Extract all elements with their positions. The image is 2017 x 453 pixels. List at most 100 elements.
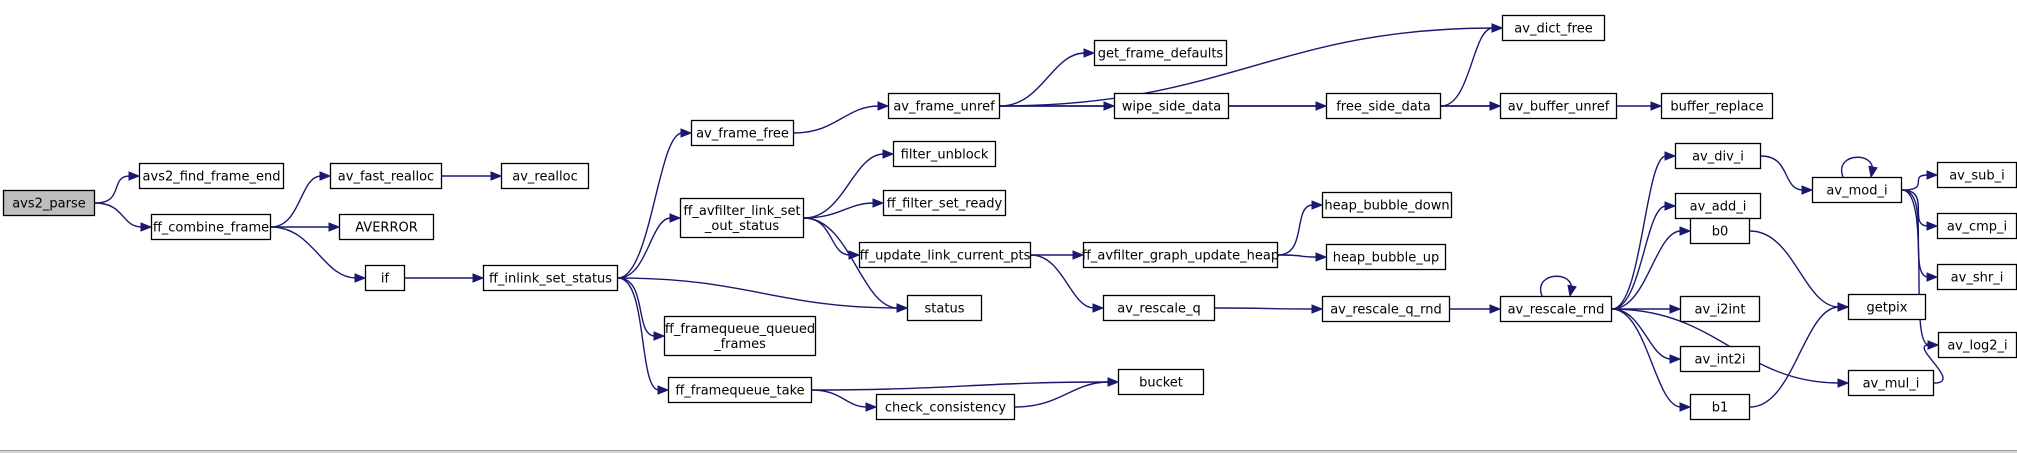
arrowhead-icon (896, 303, 909, 313)
node-label: b1 (1712, 401, 1729, 416)
node-av-buffer-unref[interactable]: av_buffer_unref (1499, 92, 1618, 120)
node-label: av_sub_i (1949, 169, 2005, 184)
node-box (1499, 295, 1613, 323)
node-box (1325, 243, 1447, 271)
node-av-log2-i[interactable]: av_log2_i (1937, 331, 2017, 359)
node-label: avs2_find_frame_end (143, 170, 281, 185)
node-box (482, 264, 619, 292)
edge-line (999, 27, 1494, 107)
node-ff-avfilter-link-set-out-status[interactable]: ff_avfilter_link_set_out_status (679, 197, 805, 239)
node-status[interactable]: status (906, 294, 983, 322)
node-ff-framequeue-queued-frames[interactable]: ff_framequeue_queued_frames (663, 315, 817, 357)
arrowhead-icon (472, 273, 485, 283)
node-av-dict-free[interactable]: av_dict_free (1501, 14, 1606, 42)
arrowhead-icon (354, 273, 367, 283)
node-av-frame-unref[interactable]: av_frame_unref (887, 92, 1001, 120)
node-label: av_rescale_q_rnd (1330, 303, 1442, 318)
node-ff-avfilter-graph-update-heap[interactable]: ff_avfilter_graph_update_heap (1082, 241, 1279, 269)
node-ff-filter-set-ready[interactable]: ff_filter_set_ready (882, 189, 1007, 217)
node-label: ff_avfilter_graph_update_heap (1082, 249, 1279, 264)
node-av-cmp-i[interactable]: av_cmp_i (1936, 212, 2017, 240)
node-av-mod-i[interactable]: av_mod_i (1811, 176, 1903, 204)
edge-ff-avfilter-link-set-out-status-to-status (803, 217, 909, 313)
edge-line (1611, 308, 1672, 360)
arrowhead-icon (328, 222, 341, 232)
arrowhead-icon (1679, 226, 1692, 236)
node-label: ff_inlink_set_status (489, 272, 612, 287)
node-b0[interactable]: b0 (1689, 217, 1751, 245)
edge-line (1901, 189, 1929, 227)
node-av-frame-free[interactable]: av_frame_free (690, 119, 795, 147)
node-label: AVERROR (355, 221, 418, 236)
edge-ff-framequeue-take-to-check-consistency (811, 389, 878, 412)
node-avs2-find-frame-end[interactable]: avs2_find_frame_end (138, 162, 285, 190)
node-ff-update-link-current-pts[interactable]: ff_update_link_current_pts (858, 241, 1032, 269)
node-av-rescale-rnd[interactable]: av_rescale_rnd (1499, 295, 1613, 323)
node-label: ff_avfilter_link_set (683, 204, 800, 219)
node-buffer-replace[interactable]: buffer_replace (1660, 92, 1774, 120)
node-check-consistency[interactable]: check_consistency (875, 393, 1016, 421)
node-av-rescale-q[interactable]: av_rescale_q (1102, 294, 1216, 322)
node-heap-bubble-down[interactable]: heap_bubble_down (1321, 191, 1453, 219)
node-label: buffer_replace (1670, 100, 1763, 115)
edge-line (1214, 307, 1314, 310)
arrowhead-icon (1311, 304, 1324, 314)
node-label: avs2_parse (12, 197, 86, 212)
node-averror[interactable]: AVERROR (338, 213, 435, 241)
node-b1[interactable]: b1 (1689, 393, 1751, 421)
node-avs2-parse[interactable]: avs2_parse (2, 189, 96, 217)
edge-line (1440, 27, 1494, 107)
node-label: av_cmp_i (1947, 220, 2007, 235)
node-label: av_add_i (1690, 200, 1747, 215)
arrowhead-icon (1489, 304, 1502, 314)
edge-line (803, 202, 875, 219)
arrowhead-icon (319, 171, 332, 181)
node-box (667, 376, 813, 404)
node-ff-inlink-set-status[interactable]: ff_inlink_set_status (482, 264, 619, 292)
node-av-rescale-q-rnd[interactable]: av_rescale_q_rnd (1321, 295, 1451, 323)
node-av-div-i[interactable]: av_div_i (1674, 142, 1762, 170)
node-ff-combine-frame[interactable]: ff_combine_frame (150, 213, 272, 241)
node-av-add-i[interactable]: av_add_i (1674, 192, 1762, 220)
edge-ff-framequeue-take-to-bucket (811, 377, 1120, 391)
node-av-sub-i[interactable]: av_sub_i (1936, 161, 2017, 189)
arrowhead-icon (1315, 101, 1328, 111)
node-label: av_int2i (1695, 353, 1746, 368)
node-bucket[interactable]: bucket (1117, 368, 1205, 396)
node-av-realloc[interactable]: av_realloc (500, 162, 590, 190)
node-box (138, 162, 285, 190)
arrowhead-icon (140, 222, 153, 232)
arrowhead-icon (680, 128, 693, 138)
node-av-fast-realloc[interactable]: av_fast_realloc (329, 162, 443, 190)
node-get-frame-defaults[interactable]: get_frame_defaults (1093, 39, 1228, 67)
node-label: check_consistency (885, 401, 1007, 416)
edge-line (1611, 205, 1667, 310)
edge-wipe-side-data-to-free-side-data (1229, 101, 1328, 111)
node-av-i2int[interactable]: av_i2int (1679, 295, 1761, 323)
node-label: ff_filter_set_ready (887, 197, 1003, 212)
node-av-int2i[interactable]: av_int2i (1679, 345, 1761, 373)
arrowhead-icon (1868, 165, 1878, 179)
node-filter-unblock[interactable]: filter_unblock (892, 140, 997, 168)
node-heap-bubble-up[interactable]: heap_bubble_up (1325, 243, 1447, 271)
edge-b1-to-getpix (1749, 302, 1850, 408)
node-label: heap_bubble_down (1324, 199, 1449, 214)
edge-line (811, 389, 868, 408)
node-if[interactable]: if (364, 264, 406, 292)
edge-line (270, 226, 357, 279)
arrowhead-icon (877, 101, 890, 111)
node-label: heap_bubble_up (1333, 251, 1440, 266)
node-av-shr-i[interactable]: av_shr_i (1936, 263, 2017, 291)
node-ff-framequeue-take[interactable]: ff_framequeue_take (667, 376, 813, 404)
node-av-mul-i[interactable]: av_mul_i (1847, 369, 1935, 397)
node-label: _out_status (704, 219, 779, 234)
node-label: get_frame_defaults (1098, 47, 1224, 62)
edge-ff-avfilter-link-set-out-status-to-ff-filter-set-ready (803, 198, 885, 219)
node-wipe-side-data[interactable]: wipe_side_data (1113, 92, 1230, 120)
node-free-side-data[interactable]: free_side_data (1325, 92, 1442, 120)
horizontal-scrollbar[interactable] (0, 450, 2017, 453)
node-label: filter_unblock (901, 148, 989, 163)
node-getpix[interactable]: getpix (1847, 293, 1927, 321)
edge-if-to-ff-inlink-set-status (405, 273, 485, 283)
edge-line (270, 175, 322, 228)
